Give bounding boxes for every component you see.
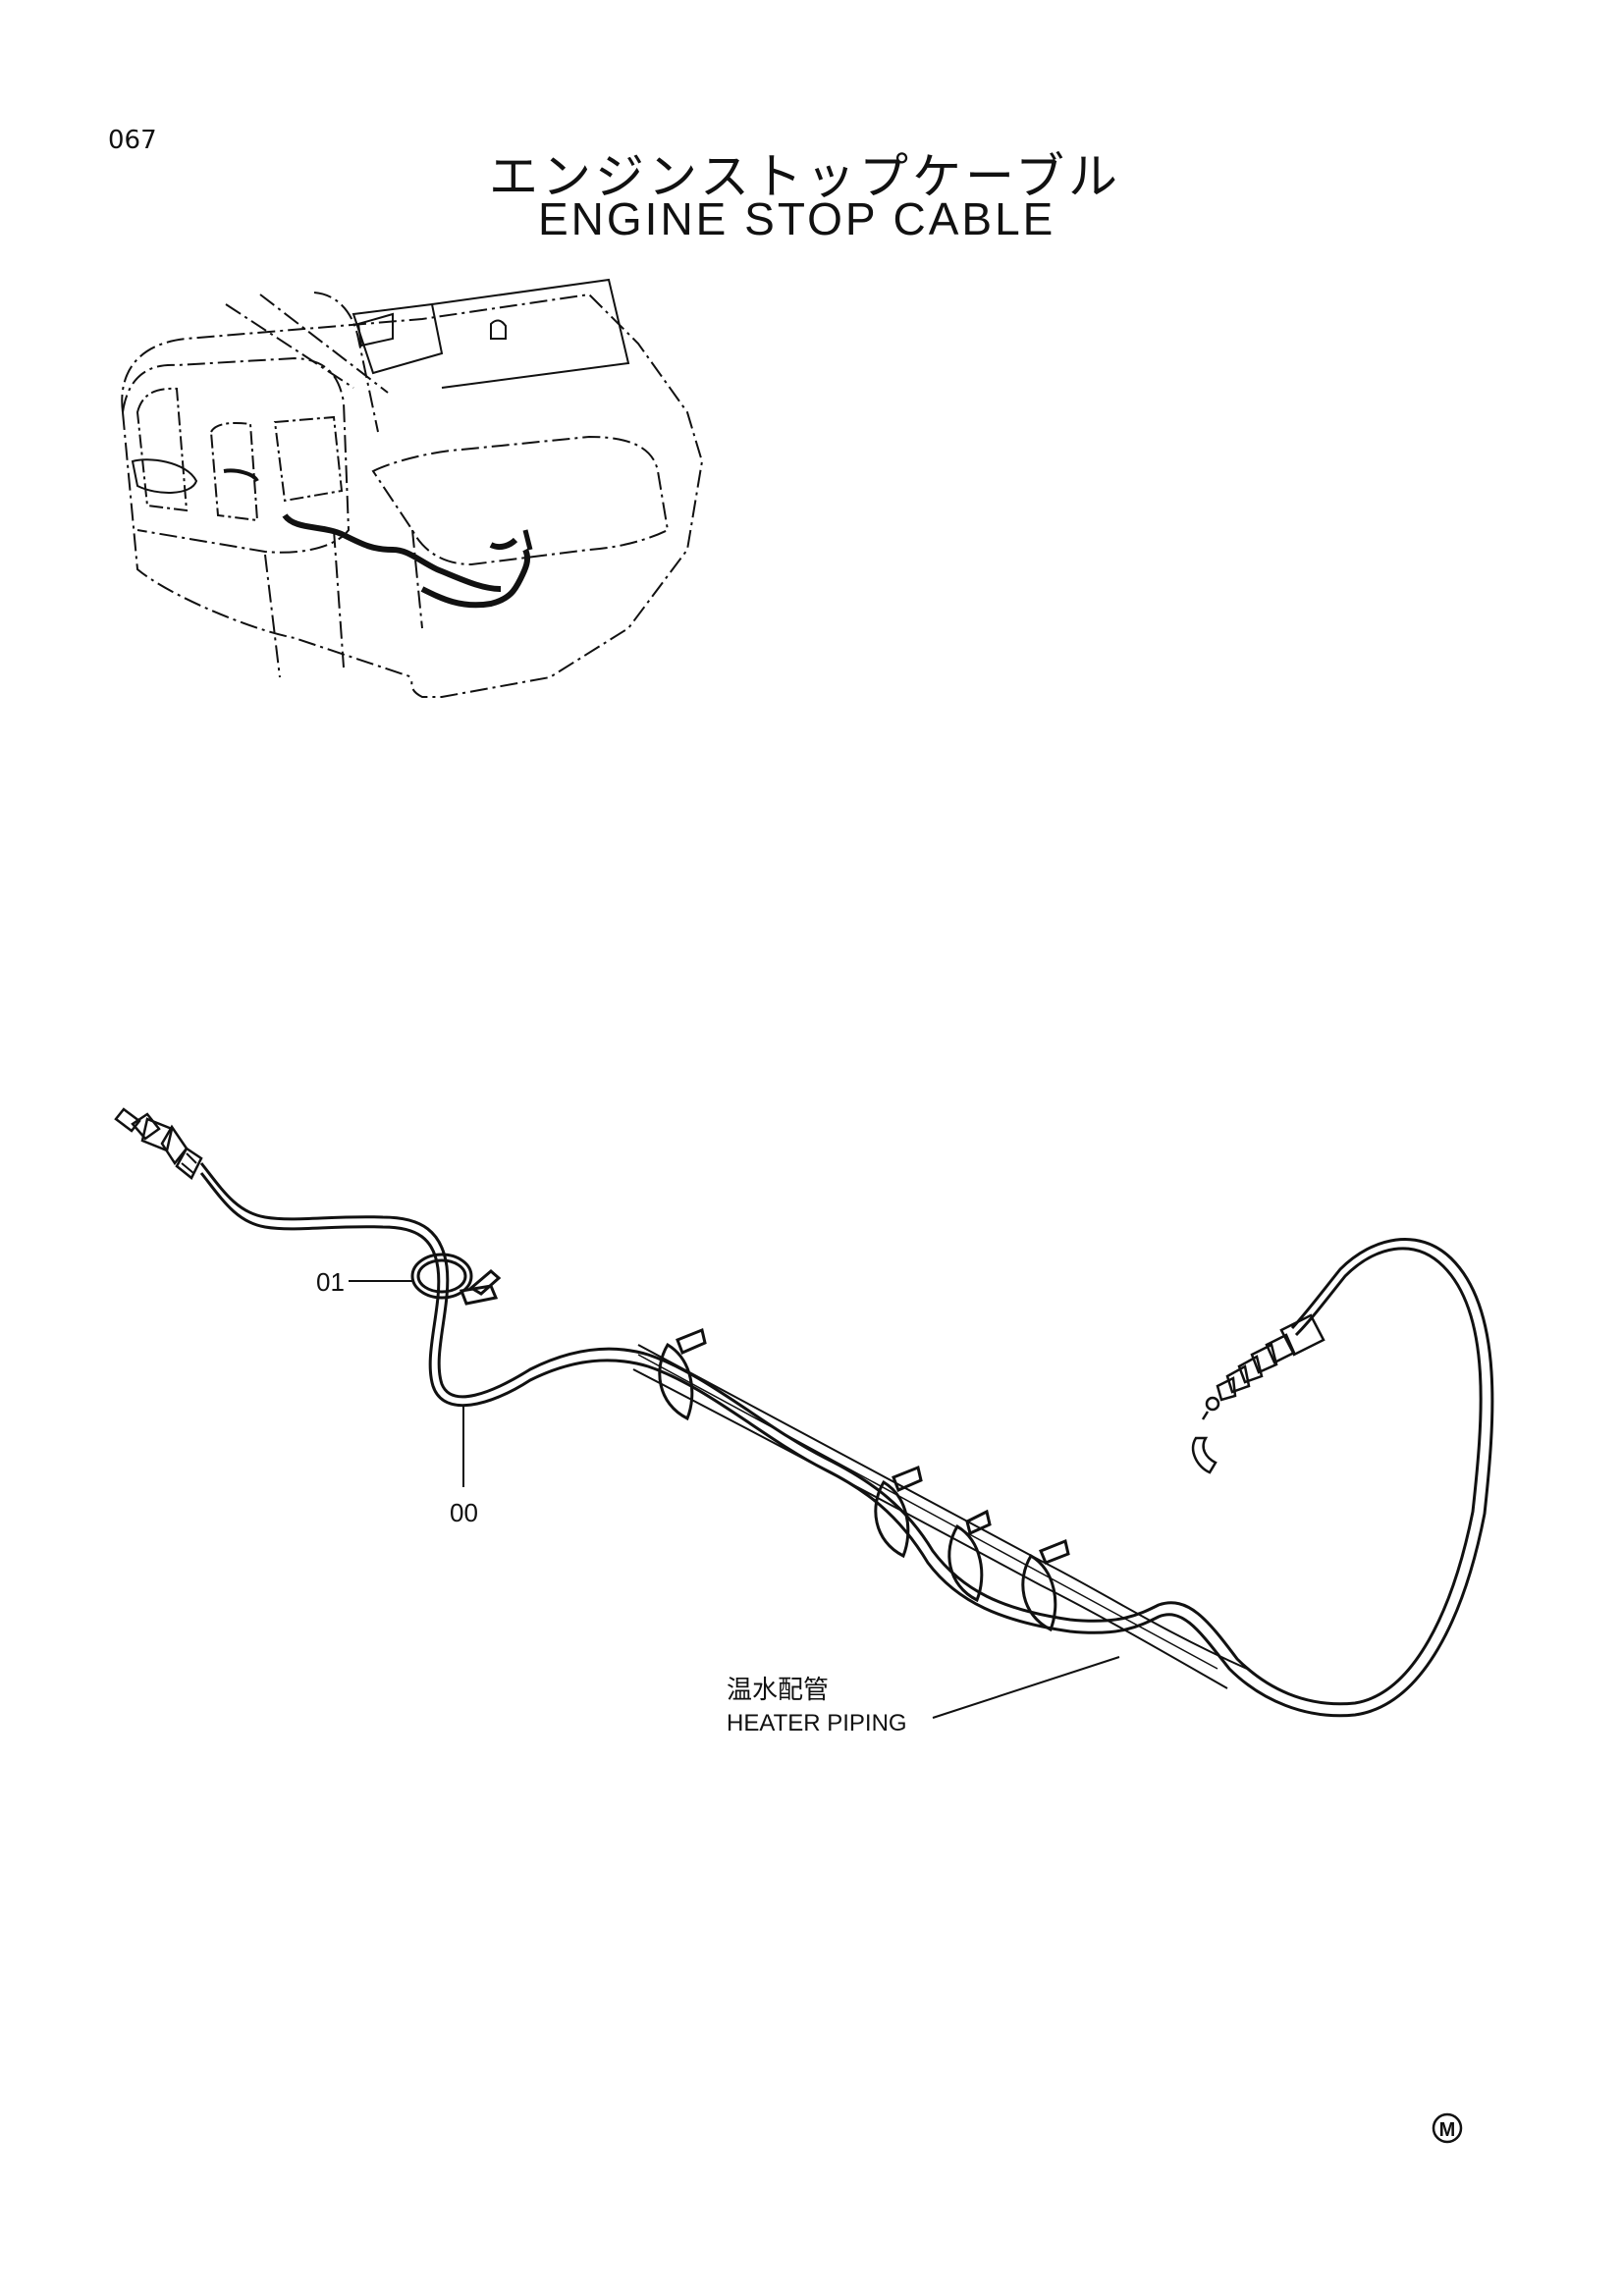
- excavator-overview: [121, 278, 704, 698]
- clamp-01: [410, 1253, 502, 1306]
- band-clamp: [1021, 1538, 1070, 1632]
- engine-stop-cable: [114, 1107, 1494, 1719]
- callout-00-label: 00: [450, 1498, 478, 1527]
- mark-letter: M: [1439, 2119, 1456, 2141]
- band-clamp: [947, 1509, 992, 1603]
- cable-end-fitting-right: [1191, 1313, 1325, 1474]
- cable-end-connector-left: [114, 1107, 203, 1180]
- band-clamp: [874, 1465, 923, 1559]
- band-clamp: [658, 1327, 707, 1421]
- heater-label-english: HEATER PIPING: [727, 1710, 907, 1736]
- title-japanese: エンジンストップケーブル: [489, 148, 1121, 205]
- heater-leader-line: [932, 1656, 1120, 1719]
- page-number: 067: [108, 126, 157, 155]
- circled-m-mark: M: [1432, 2112, 1463, 2144]
- title-english: ENGINE STOP CABLE: [538, 193, 1056, 244]
- callout-01-label: 01: [316, 1267, 345, 1297]
- heater-label-japanese: 温水配管: [727, 1675, 829, 1704]
